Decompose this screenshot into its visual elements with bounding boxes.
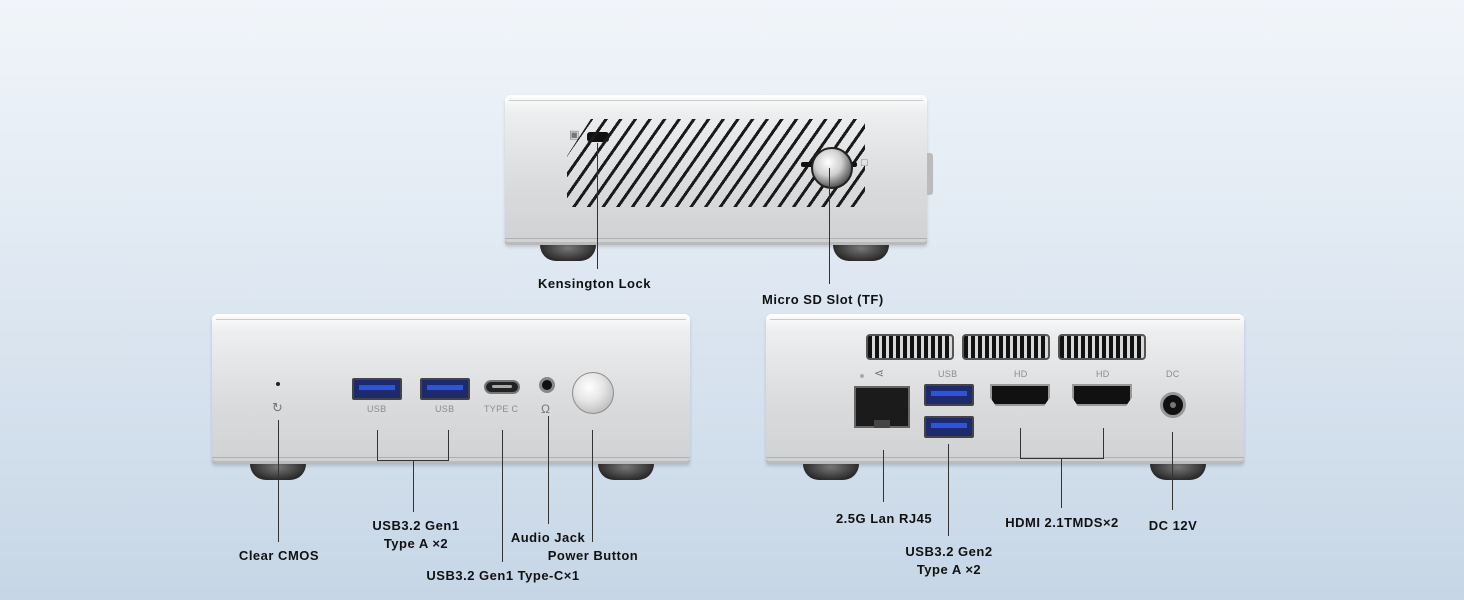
rj45-lan-port: [854, 386, 910, 428]
micro-sd-slot-label: Micro SD Slot (TF): [762, 292, 884, 307]
usb-gen1-a-label-line2: Type A ×2: [383, 536, 449, 551]
mini-pc-front-view: ↻ USB USB TYPE C Ω: [212, 314, 690, 464]
rear-right-foot: [1150, 464, 1206, 480]
rear-usb-a-port-1: [924, 384, 974, 406]
rear-usb-marking: USB: [938, 369, 958, 379]
front-usb-a-port-2: [420, 378, 470, 400]
usb-gen1-a-leader-stem: [413, 460, 414, 512]
front-right-foot: [598, 464, 654, 480]
reset-icon: ↻: [272, 400, 283, 415]
rear-left-foot: [803, 464, 859, 480]
mini-pc-side-view: ▣ □: [505, 95, 933, 245]
hdmi-leader-stem: [1061, 458, 1062, 508]
side-edge-button: [927, 153, 933, 195]
lan-leader-line: [883, 450, 884, 502]
usb-c-leader-line: [502, 430, 503, 562]
clear-cmos-leader-line: [278, 420, 279, 542]
usb-gen2-label-line1: USB3.2 Gen2: [905, 544, 993, 559]
hdmi-bracket: [1020, 458, 1104, 459]
clear-cmos-label: Clear CMOS: [238, 548, 320, 563]
usb-gen2-leader-line: [948, 444, 949, 536]
kensington-leader-line: [597, 143, 598, 269]
lock-icon: ▣: [569, 129, 580, 141]
hdmi-leader-left: [1020, 428, 1021, 458]
hdmi-1-marking: HD: [1014, 369, 1028, 379]
front-usb-c-port: [484, 380, 520, 394]
audio-jack-port: [539, 377, 555, 393]
rear-led-dot: [860, 374, 864, 378]
kensington-lock-label: Kensington Lock: [538, 276, 651, 291]
side-bottom-line: [505, 238, 927, 239]
power-button-label: Power Button: [547, 548, 639, 563]
mini-pc-rear-view: ⋖ USB HD HD DC: [766, 314, 1244, 464]
front-usb-a-port-1-marking: USB: [367, 404, 387, 414]
sd-card-icon: □: [861, 157, 868, 169]
usb-gen2-label-line2: Type A ×2: [916, 562, 982, 577]
rear-bottom-line: [766, 457, 1244, 458]
usb-gen1-c-label: USB3.2 Gen1 Type-C×1: [426, 568, 580, 583]
headphone-icon: Ω: [541, 402, 550, 416]
usb-gen1-a-label-line1: USB3.2 Gen1: [372, 518, 460, 533]
dc-power-jack: [1160, 392, 1186, 418]
audio-jack-leader-line: [548, 416, 549, 524]
hdmi-label: HDMI 2.1TMDS×2: [1005, 515, 1119, 530]
micro-sd-slot-cover: [811, 147, 853, 189]
rear-vent-1: [866, 334, 954, 360]
usb-gen1-a-leader-left: [377, 430, 378, 460]
lan-label: 2.5G Lan RJ45: [835, 511, 933, 526]
hdmi-port-2: [1072, 384, 1132, 406]
front-usb-a-port-1: [352, 378, 402, 400]
dc-label: DC 12V: [1148, 518, 1198, 533]
dc-marking: DC: [1166, 369, 1180, 379]
rear-top-trim: [770, 317, 1240, 320]
network-icon: ⋖: [874, 366, 885, 380]
front-top-trim: [216, 317, 686, 320]
front-usb-c-marking: TYPE C: [484, 404, 519, 414]
side-top-trim: [509, 98, 923, 101]
power-button: [572, 372, 614, 414]
hdmi-leader-right: [1103, 428, 1104, 458]
rear-vent-3: [1058, 334, 1146, 360]
hdmi-2-marking: HD: [1096, 369, 1110, 379]
audio-jack-label: Audio Jack: [510, 530, 586, 545]
micro-sd-leader-line: [829, 168, 830, 284]
side-left-foot: [540, 245, 596, 261]
power-button-leader-line: [592, 430, 593, 542]
dc-leader-line: [1172, 432, 1173, 510]
front-bottom-line: [212, 457, 690, 458]
rear-vent-2: [962, 334, 1050, 360]
usb-gen1-a-leader-right: [448, 430, 449, 460]
front-usb-a-port-2-marking: USB: [435, 404, 455, 414]
rear-usb-a-port-2: [924, 416, 974, 438]
hdmi-port-1: [990, 384, 1050, 406]
side-right-foot: [833, 245, 889, 261]
clear-cmos-pinhole: [276, 382, 280, 386]
